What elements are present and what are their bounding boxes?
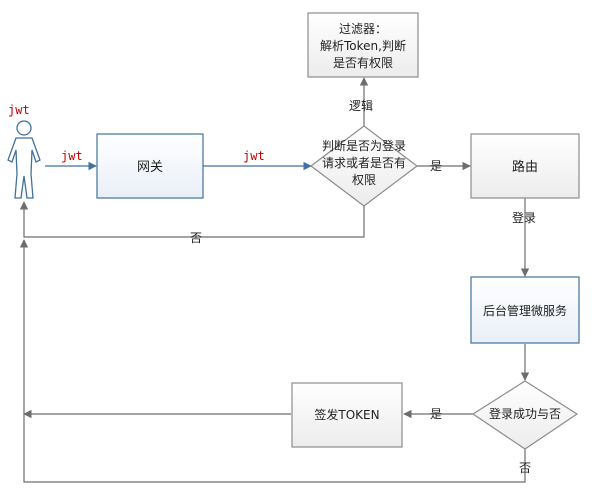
edge-login-actor: [19, 239, 526, 483]
node-router: 路由: [470, 133, 580, 199]
edge-label-jwt-1: jwt: [61, 149, 83, 163]
actor-label: jwt: [8, 103, 30, 117]
node-sign-token: 签发TOKEN: [291, 382, 403, 448]
edge-label-yes-router: 是: [430, 159, 442, 173]
node-decision-auth-line-2: 请求或者是否有: [322, 156, 406, 170]
edge-label-no-login: 否: [519, 461, 531, 475]
edges: [19, 77, 530, 483]
node-gateway: 网关: [96, 133, 204, 199]
edge-label-no-actor: 否: [190, 231, 202, 245]
node-filter-line-3: 是否有权限: [333, 56, 393, 70]
node-decision-auth: 判断是否为登录 请求或者是否有 权限: [310, 125, 418, 207]
edge-decision-actor: [19, 201, 365, 238]
edge-labels: jwt jwt 逻辑 是 否 登录 是 否: [61, 99, 536, 475]
node-decision-login-label: 登录成功与否: [489, 406, 561, 421]
edge-label-logic: 逻辑: [349, 99, 373, 113]
node-filter-line-1: 过滤器：: [339, 22, 387, 36]
person-icon: [7, 120, 41, 199]
node-decision-auth-line-1: 判断是否为登录: [322, 138, 406, 153]
actor: jwt: [7, 103, 41, 199]
edge-label-login: 登录: [512, 210, 536, 225]
node-gateway-label: 网关: [137, 160, 163, 175]
node-filter: 过滤器： 解析Token,判断 是否有权限: [307, 12, 419, 78]
node-filter-line-2: 解析Token,判断: [320, 38, 406, 53]
node-auth-service: 后台管理微服务: [470, 276, 580, 344]
node-sign-token-label: 签发TOKEN: [314, 407, 379, 422]
edge-label-yes-sign: 是: [430, 407, 442, 421]
node-auth-service-label: 后台管理微服务: [483, 303, 567, 318]
node-decision-auth-line-3: 权限: [352, 173, 376, 187]
node-decision-login: 登录成功与否: [471, 380, 579, 450]
node-router-label: 路由: [512, 159, 538, 175]
edge-label-jwt-2: jwt: [243, 149, 265, 163]
